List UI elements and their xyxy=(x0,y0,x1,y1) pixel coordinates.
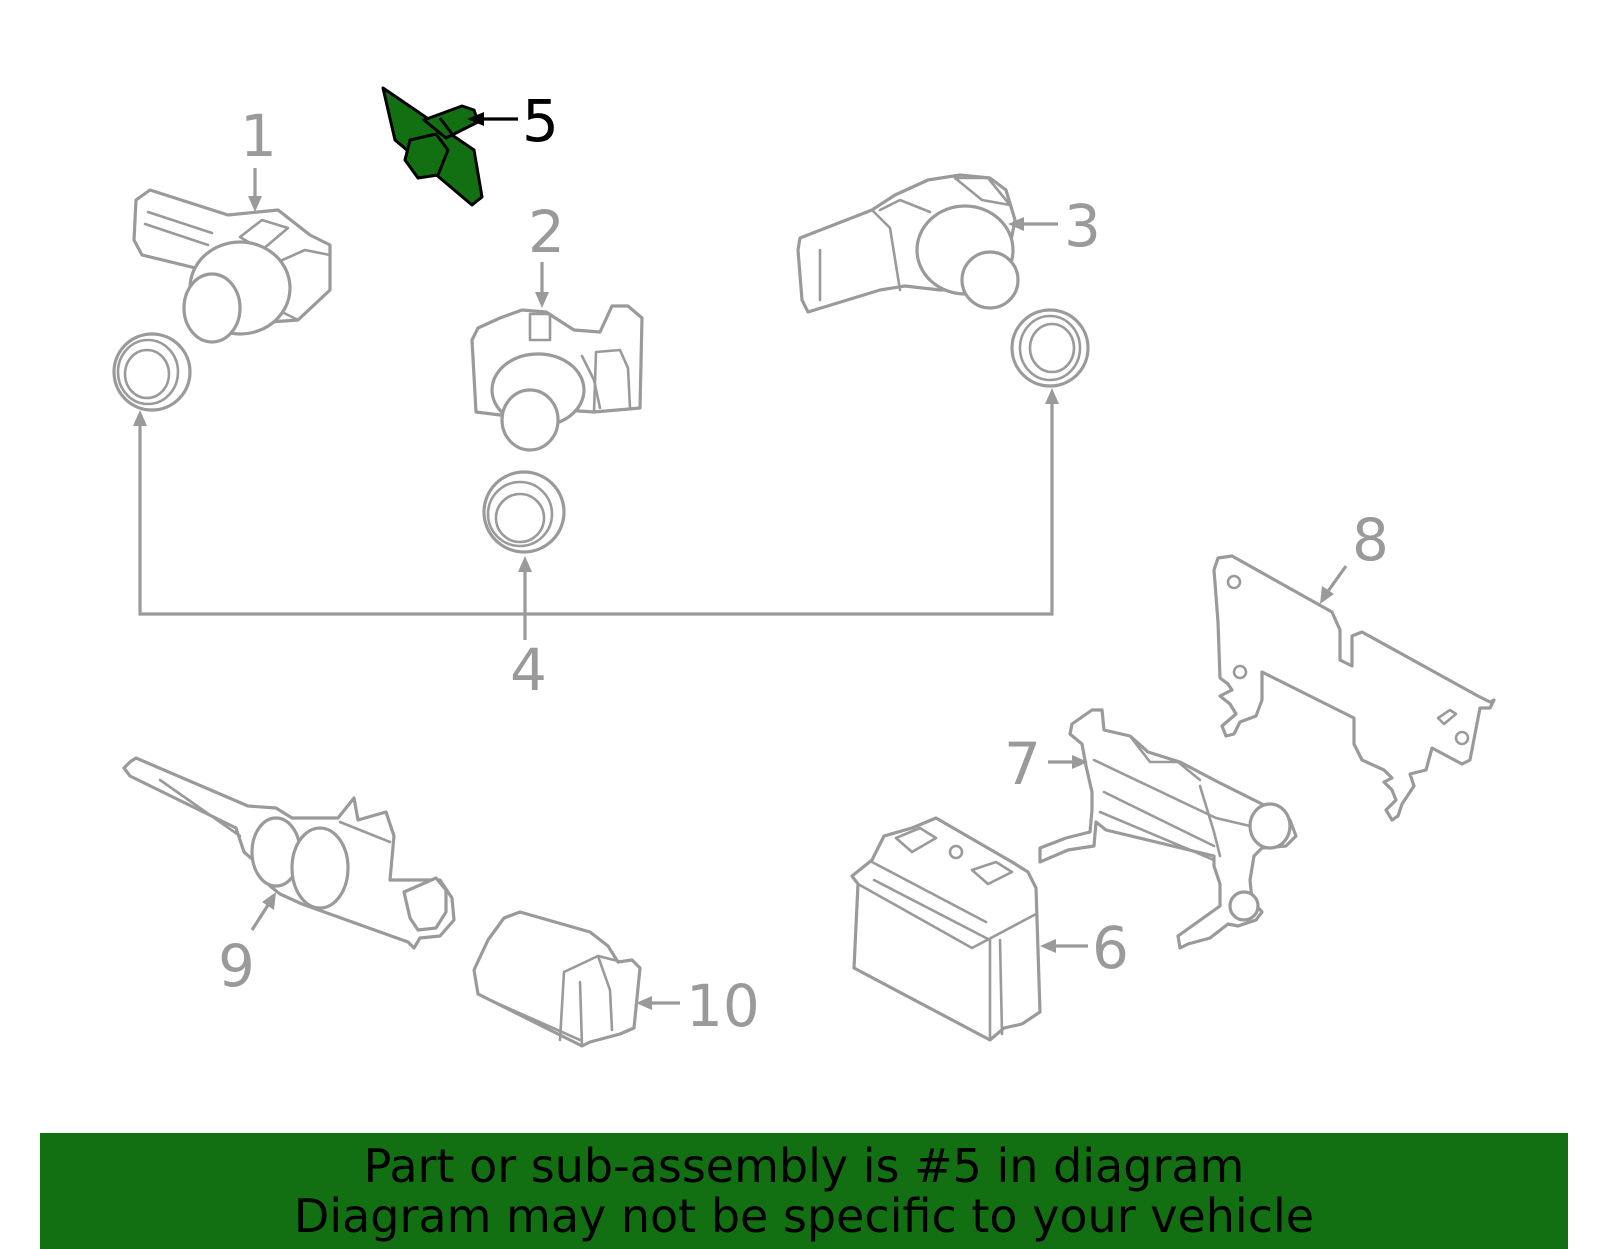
callout-10[interactable]: 10 xyxy=(686,972,760,1040)
part-10-connector xyxy=(472,910,642,1048)
leader-7 xyxy=(1048,755,1088,769)
part-1-parking-sensor xyxy=(132,188,332,344)
leader-1 xyxy=(248,168,262,212)
banner-line-1: Part or sub-assembly is #5 in diagram xyxy=(363,1139,1245,1193)
callout-1[interactable]: 1 xyxy=(240,102,277,170)
part-3-parking-sensor xyxy=(796,173,1020,314)
leader-9 xyxy=(250,892,276,931)
part-2-parking-sensor xyxy=(470,304,644,452)
leader-2 xyxy=(535,262,549,308)
leader-8 xyxy=(1320,565,1348,604)
part-4-ring-center xyxy=(482,470,566,554)
callout-3[interactable]: 3 xyxy=(1064,192,1101,260)
callout-2[interactable]: 2 xyxy=(528,198,565,266)
part-6-control-module xyxy=(850,816,1042,1042)
callout-8[interactable]: 8 xyxy=(1352,506,1389,574)
callout-9[interactable]: 9 xyxy=(218,932,255,1000)
leader-6 xyxy=(1040,939,1088,953)
callout-6[interactable]: 6 xyxy=(1092,914,1129,982)
leader-3 xyxy=(1008,217,1058,231)
part-4-ring-left xyxy=(112,332,192,412)
part-8-bracket xyxy=(1212,554,1496,822)
part-9-temperature-sensor xyxy=(122,756,456,950)
callout-5[interactable]: 5 xyxy=(522,87,559,155)
part-4-ring-right xyxy=(1010,308,1090,388)
info-banner: Part or sub-assembly is #5 in diagram Di… xyxy=(40,1133,1568,1249)
callout-4[interactable]: 4 xyxy=(510,636,547,704)
leader-4 xyxy=(133,388,1059,640)
callout-7[interactable]: 7 xyxy=(1004,730,1041,798)
part-7-mount-bracket xyxy=(1038,708,1298,950)
banner-line-2: Diagram may not be specific to your vehi… xyxy=(293,1189,1315,1243)
leader-10 xyxy=(636,996,680,1010)
leader-5 xyxy=(467,112,518,126)
part-5-bolt-highlighted[interactable] xyxy=(381,86,484,207)
